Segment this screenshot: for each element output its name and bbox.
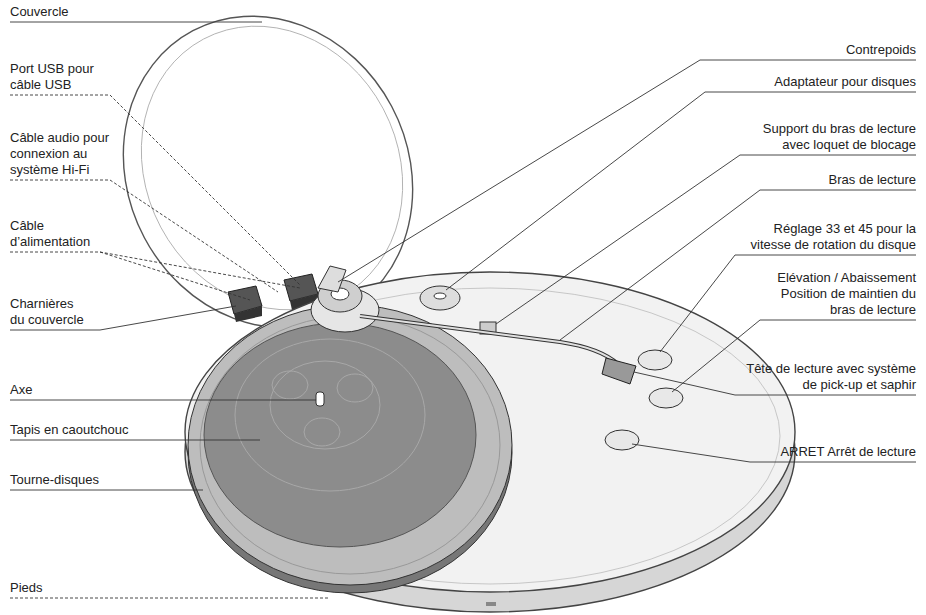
- part-label: Tapis en caoutchouc: [10, 422, 210, 438]
- part-label: Bras de lecture: [696, 172, 916, 188]
- control-buttons: [605, 350, 683, 450]
- part-label: Tourne-disques: [10, 472, 210, 488]
- part-label: Câble d’alimentation: [10, 218, 102, 250]
- part-label: Câble audio pour connexion au système Hi…: [10, 130, 118, 178]
- part-label: Pieds: [10, 580, 210, 596]
- part-label: ARRET Arrêt de lecture: [696, 444, 916, 460]
- tonearm: [311, 266, 636, 384]
- part-label: Contrepoids: [696, 42, 916, 58]
- part-label: Couvercle: [10, 4, 210, 20]
- part-label: Elévation / Abaissement Position de main…: [773, 270, 916, 318]
- part-label: Port USB pour câble USB: [10, 61, 122, 93]
- turntable-base: [185, 272, 795, 612]
- part-label: Réglage 33 et 45 pour la vitesse de rota…: [730, 221, 916, 253]
- part-label: Charnières du couvercle: [10, 296, 88, 328]
- leader-lines: [10, 22, 916, 598]
- part-label: Axe: [10, 382, 210, 398]
- platter: [188, 305, 512, 593]
- part-label: Support du bras de lecture avec loquet d…: [740, 121, 916, 153]
- part-label: Adaptateur pour disques: [696, 74, 916, 90]
- part-label: Tête de lecture avec système de pick-up …: [734, 361, 916, 393]
